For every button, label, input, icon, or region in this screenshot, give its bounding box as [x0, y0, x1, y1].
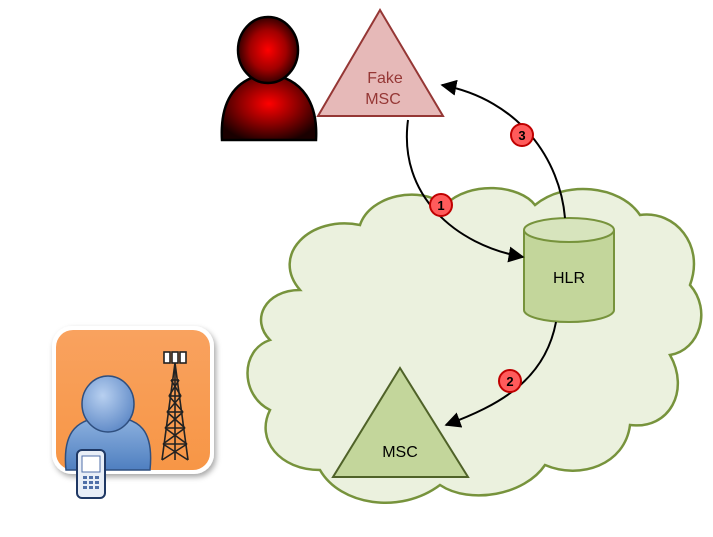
msc-label: MSC — [382, 444, 418, 461]
hlr-label: HLR — [553, 270, 585, 287]
fake-msc-node: Fake MSC — [316, 8, 445, 117]
network-cloud — [246, 186, 703, 504]
fake-msc-label-line2: MSC — [365, 91, 401, 108]
step-badge-3-label: 3 — [518, 128, 525, 143]
step-badge-2-label: 2 — [506, 374, 513, 389]
step-badge-1: 1 — [429, 193, 453, 217]
hlr-database-node: HLR — [523, 217, 615, 323]
step-badge-1-label: 1 — [437, 198, 444, 213]
cell-tower-icon — [161, 351, 189, 461]
mobile-user-with-cell-tower-icon — [52, 326, 214, 499]
attacker-silhouette-icon — [220, 15, 318, 142]
step-badge-3: 3 — [510, 123, 534, 147]
fake-msc-label-line1: Fake — [367, 70, 403, 87]
mobile-phone-icon — [76, 449, 106, 499]
step-badge-2: 2 — [498, 369, 522, 393]
msc-node: MSC — [331, 366, 470, 478]
